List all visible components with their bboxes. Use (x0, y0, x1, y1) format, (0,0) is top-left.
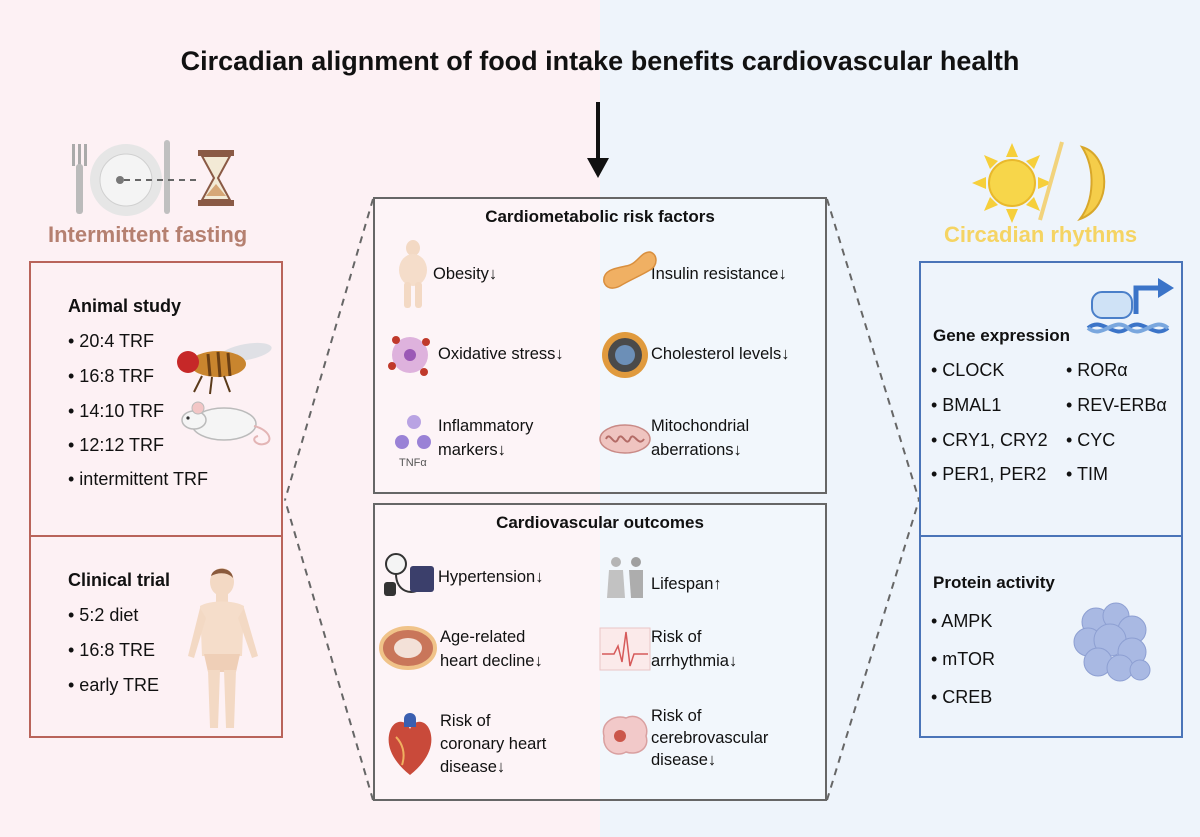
animal-item: • 16:8 TRF (68, 366, 155, 386)
animal-item: • 12:12 TRF (68, 435, 165, 455)
inflammatory-markers-icon (395, 415, 431, 449)
gene-transcription-icon (1086, 278, 1174, 334)
coronary-label-line1: Risk of (440, 712, 491, 730)
lifespan-label: Lifespan↑ (651, 575, 722, 593)
clinical-item: • 5:2 diet (68, 605, 139, 625)
arrhythmia-label-line1: Risk of (651, 628, 702, 646)
gene-item: • RORα (1066, 360, 1128, 380)
blood-pressure-cuff-icon (384, 553, 434, 596)
page-title: Circadian alignment of food intake benef… (180, 46, 1020, 76)
moon-icon (1077, 145, 1106, 222)
fruit-fly-icon (177, 342, 272, 395)
protein-structure-icon (1073, 602, 1151, 682)
obesity-figure-icon (399, 240, 427, 308)
cerebro-label-line2: cerebrovascular (651, 729, 769, 747)
protein-activity-title: Protein activity (933, 573, 1055, 592)
cholesterol-particle-icon (602, 332, 648, 378)
mitochondrial-label-line1: Mitochondrial (651, 417, 750, 435)
animal-item: • intermittent TRF (68, 469, 209, 489)
gene-item: • TIM (1066, 464, 1108, 484)
oxidative-label: Oxidative stress↓ (438, 345, 564, 363)
animal-study-box: Animal study • 20:4 TRF • 16:8 TRF • 14:… (29, 261, 283, 537)
down-arrow-icon (587, 102, 609, 178)
elderly-couple-icon (607, 557, 643, 598)
heart-icon (388, 713, 432, 775)
coronary-label-line2: coronary heart (440, 735, 547, 753)
protein-activity-box: Protein activity • AMPK • mTOR • CREB (919, 535, 1183, 738)
animal-item: • 20:4 TRF (68, 331, 155, 351)
hourglass-icon (198, 150, 234, 206)
right-background (600, 0, 1200, 837)
mitochondria-icon (599, 424, 651, 454)
pancreas-icon (603, 251, 657, 289)
cerebro-label-line3: disease↓ (651, 751, 717, 769)
arrhythmia-label-line2: arrhythmia↓ (651, 652, 738, 670)
coronary-label-line3: disease↓ (440, 758, 506, 776)
gene-item: • REV-ERBα (1066, 395, 1167, 415)
intermittent-fasting-heading: Intermittent fasting (48, 222, 248, 247)
risk-factors-title: Cardiometabolic risk factors (485, 207, 715, 226)
human-figure-icon (188, 568, 258, 728)
gene-item: • BMAL1 (931, 395, 1002, 415)
mouse-icon (181, 401, 271, 446)
tnf-label: TNFα (399, 457, 427, 469)
clinical-item: • early TRE (68, 675, 159, 695)
cerebro-label-line1: Risk of (651, 707, 702, 725)
gene-item: • CYC (1066, 430, 1116, 450)
mitochondrial-label-line2: aberrations↓ (651, 441, 742, 459)
protein-item: • CREB (931, 687, 993, 707)
ecg-trace-icon (599, 627, 651, 671)
clinical-trial-title: Clinical trial (68, 570, 171, 590)
gene-expression-box: Gene expression • CLOCK • BMAL1 • CRY1, … (919, 261, 1183, 537)
obesity-label: Obesity↓ (433, 265, 498, 283)
protein-item: • AMPK (931, 611, 993, 631)
risk-factors-box: Cardiometabolic risk factors Obesity↓ In… (373, 197, 827, 494)
animal-study-title: Animal study (68, 296, 182, 316)
dashed-link-line (124, 179, 200, 181)
clinical-trial-box: Clinical trial • 5:2 diet • 16:8 TRE • e… (29, 535, 283, 738)
protein-item: • mTOR (931, 649, 995, 669)
left-background (0, 0, 600, 837)
oxidative-stress-icon (388, 336, 430, 376)
animal-item: • 14:10 TRF (68, 401, 165, 421)
brain-icon (602, 715, 648, 755)
circadian-rhythms-heading: Circadian rhythms (944, 222, 1138, 247)
outcomes-title: Cardiovascular outcomes (496, 513, 704, 532)
hypertension-label: Hypertension↓ (438, 568, 544, 586)
cholesterol-label: Cholesterol levels↓ (651, 345, 790, 363)
divider-slash (1038, 141, 1064, 221)
gene-item: • CLOCK (931, 360, 1005, 380)
insulin-label: Insulin resistance↓ (651, 265, 787, 283)
inflammatory-label-line1: Inflammatory (438, 417, 534, 435)
gene-expression-title: Gene expression (933, 326, 1071, 345)
inflammatory-label-line2: markers↓ (438, 441, 506, 459)
gene-item: • PER1, PER2 (931, 464, 1047, 484)
age-heart-label-line1: Age-related (440, 628, 526, 646)
gene-item: • CRY1, CRY2 (931, 430, 1048, 450)
cardiovascular-outcomes-box: Cardiovascular outcomes Hypertension↓ Li… (373, 503, 827, 801)
sun-icon (972, 143, 1052, 223)
aging-heart-tissue-icon (379, 626, 437, 670)
age-heart-label-line2: heart decline↓ (440, 652, 543, 670)
clinical-item: • 16:8 TRE (68, 640, 156, 660)
